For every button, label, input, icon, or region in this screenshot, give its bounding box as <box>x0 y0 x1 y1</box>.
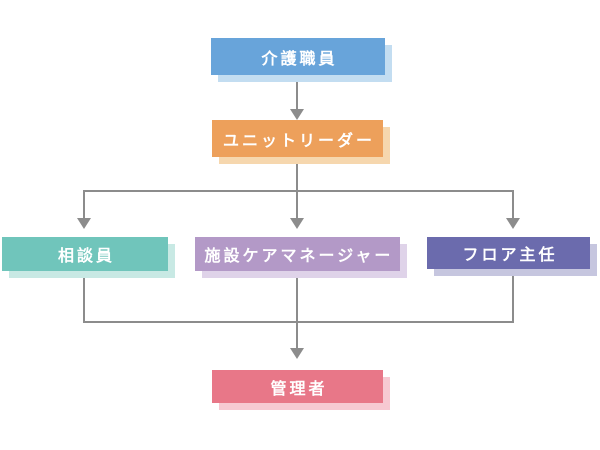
node-care-staff: 介護職員 <box>211 38 385 75</box>
node-unit-leader-label: ユニットリーダー <box>222 132 375 150</box>
node-manager: 管理者 <box>212 370 383 403</box>
node-facility-care-manager-label: 施設ケアマネージャー <box>204 248 394 265</box>
node-counselor-label: 相談員 <box>57 248 115 265</box>
node-facility-care-manager: 施設ケアマネージャー <box>195 237 400 271</box>
node-unit-leader: ユニットリーダー <box>212 120 383 157</box>
node-care-staff-label: 介護職員 <box>261 50 338 68</box>
node-manager-label: 管理者 <box>270 380 328 398</box>
node-counselor: 相談員 <box>2 237 168 271</box>
node-floor-chief-label: フロア主任 <box>462 247 558 264</box>
node-floor-chief: フロア主任 <box>427 237 590 269</box>
